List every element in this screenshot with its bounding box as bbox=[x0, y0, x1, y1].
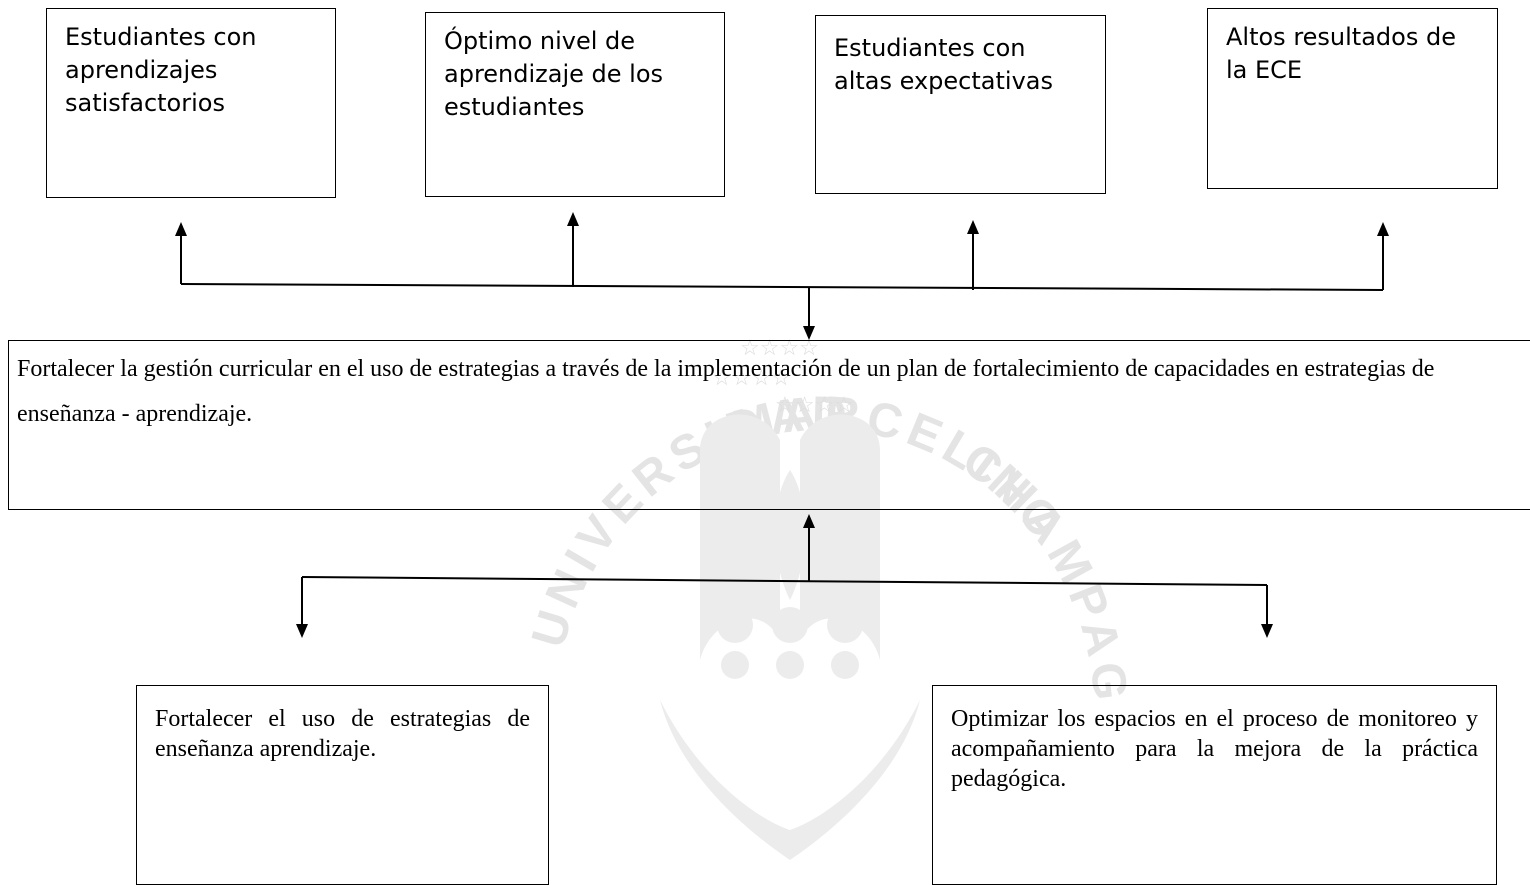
result-text: Óptimo nivel de aprendizaje de los estud… bbox=[444, 27, 664, 121]
result-box-1: Estudiantes con aprendizajes satisfactor… bbox=[46, 8, 336, 198]
main-objective-box: Fortalecer la gestión curricular en el u… bbox=[8, 340, 1530, 510]
means-box-1: Fortalecer el uso de estrategias de ense… bbox=[136, 685, 549, 885]
result-text: Estudiantes con altas expectativas bbox=[834, 34, 1053, 95]
result-text: Estudiantes con aprendizajes satisfactor… bbox=[65, 23, 257, 117]
means-box-2: Optimizar los espacios en el proceso de … bbox=[932, 685, 1497, 885]
means-text: Fortalecer el uso de estrategias de ense… bbox=[155, 706, 530, 762]
result-text: Altos resultados de la ECE bbox=[1226, 23, 1456, 84]
result-box-3: Estudiantes con altas expectativas bbox=[815, 15, 1106, 194]
result-box-2: Óptimo nivel de aprendizaje de los estud… bbox=[425, 12, 725, 197]
main-objective-text: Fortalecer la gestión curricular en el u… bbox=[17, 356, 1435, 427]
result-box-4: Altos resultados de la ECE bbox=[1207, 8, 1498, 189]
means-text: Optimizar los espacios en el proceso de … bbox=[951, 706, 1478, 792]
